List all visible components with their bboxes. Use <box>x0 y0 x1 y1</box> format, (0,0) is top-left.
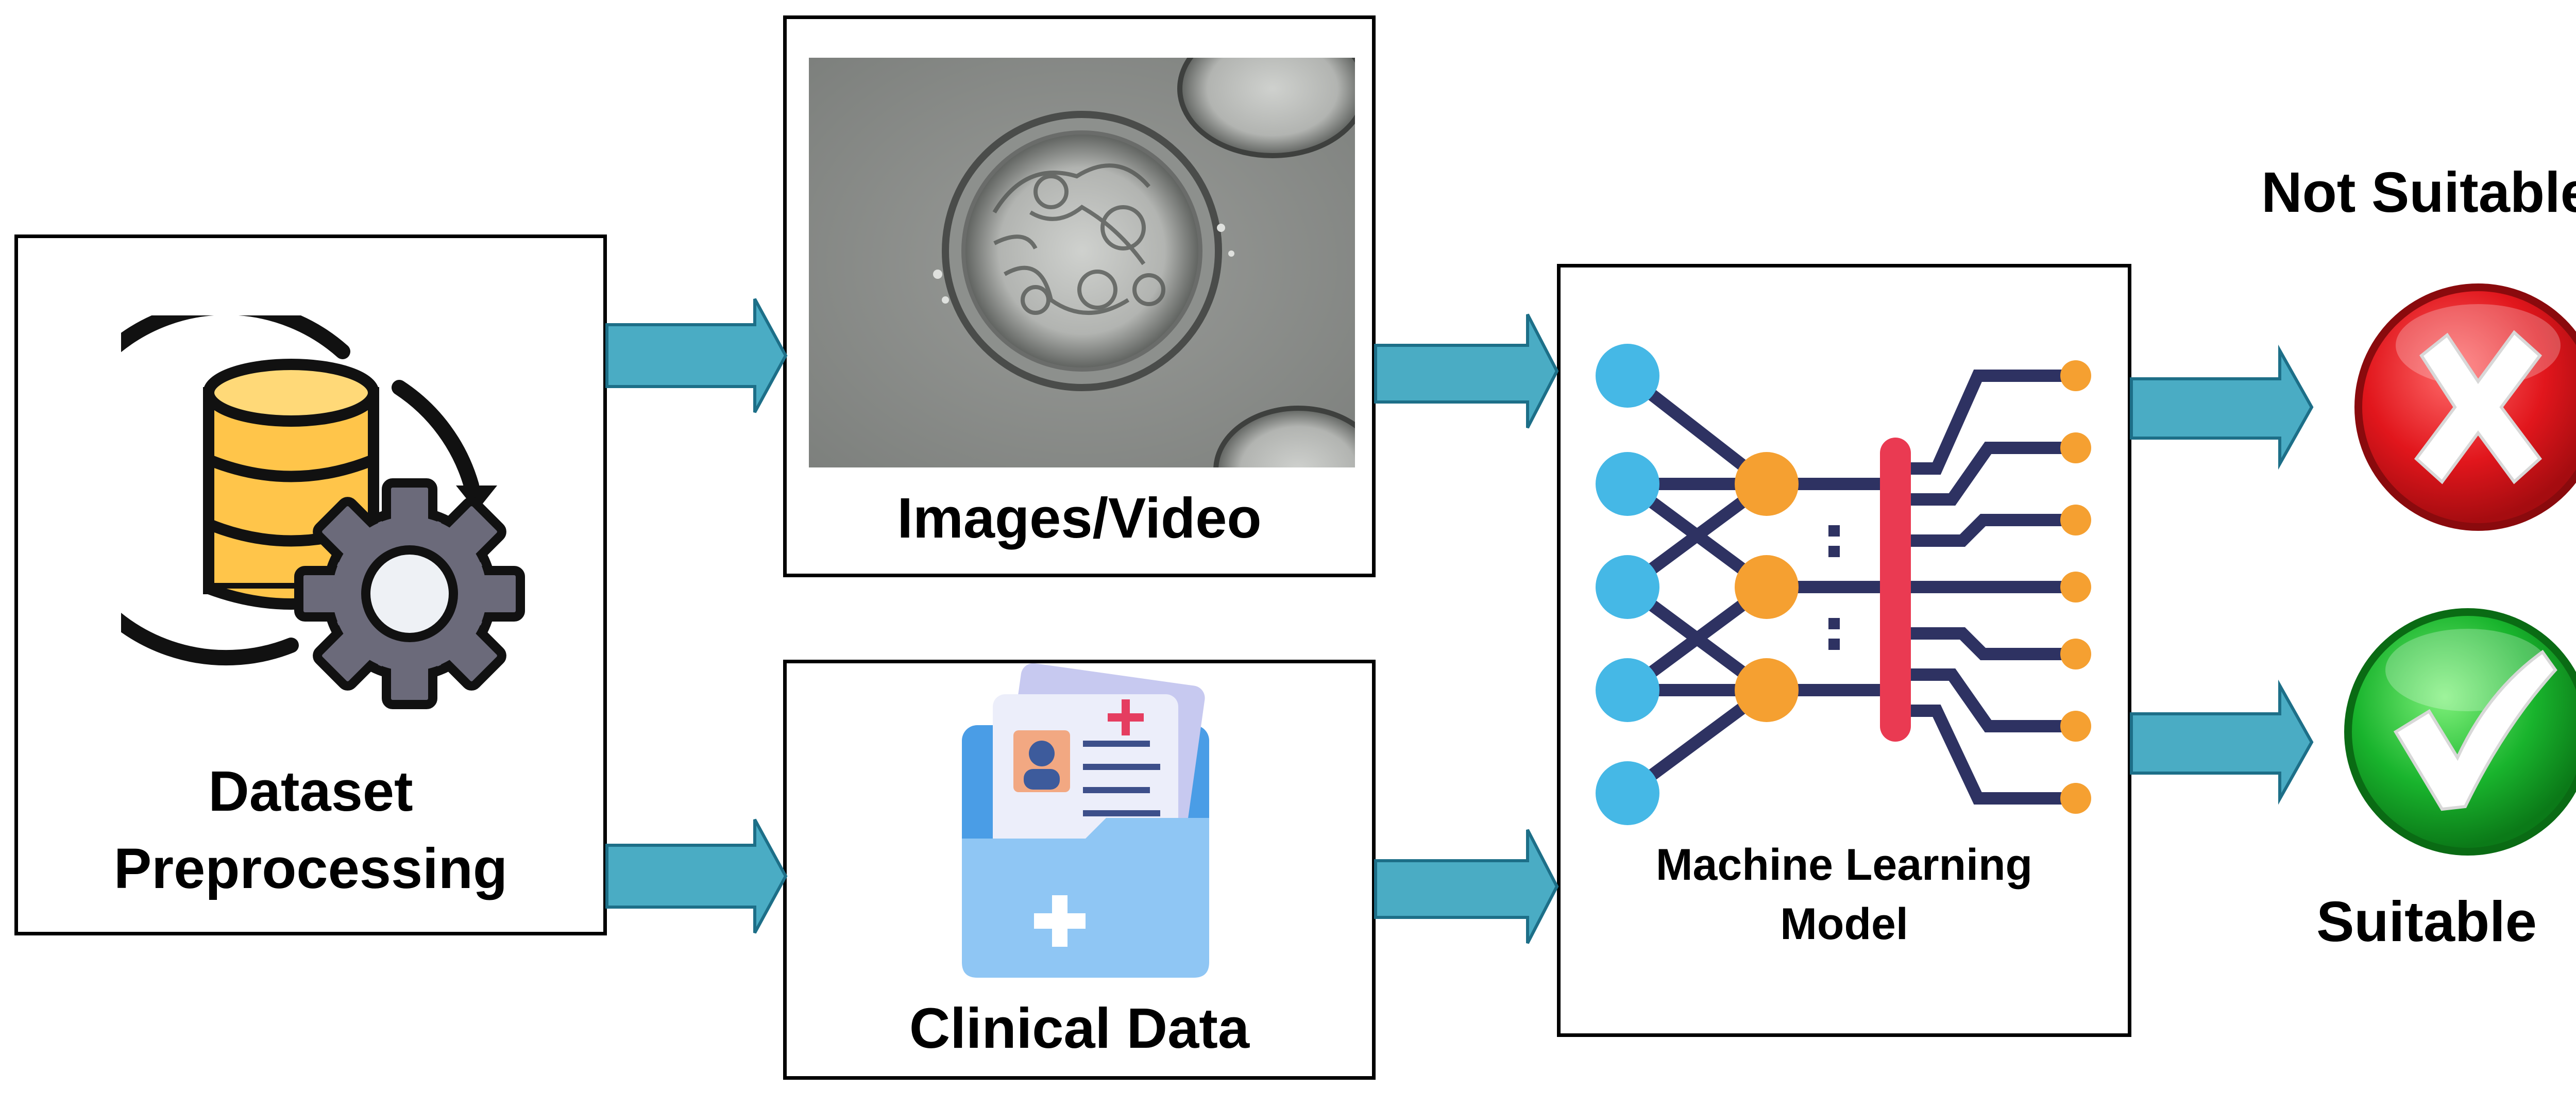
arrow-preprocess-to-images <box>605 298 788 413</box>
database-gear-icon <box>121 315 533 717</box>
ml-model-label-line1: Machine Learning <box>1655 840 2033 890</box>
arrow-clinical-to-model <box>1374 829 1559 944</box>
arrow-preprocess-to-clinical <box>605 818 788 934</box>
preprocess-label-line1: Dataset <box>208 760 413 823</box>
preprocess-label-line2: Preprocessing <box>113 837 508 900</box>
dataset-preprocessing-box: Dataset Preprocessing <box>14 235 607 935</box>
embryo-microscopy-image <box>809 58 1355 467</box>
clinical-data-box: Clinical Data <box>783 660 1376 1080</box>
ml-model-label-line2: Model <box>1780 899 1908 949</box>
not-suitable-label: Not Suitable <box>2261 161 2576 224</box>
images-video-box: Images/Video <box>783 15 1376 577</box>
arrow-images-to-model <box>1374 313 1559 429</box>
arrow-model-to-suitable <box>2130 679 2314 805</box>
not-suitable-x-icon <box>2349 278 2576 536</box>
arrow-model-to-not-suitable <box>2130 344 2314 470</box>
medical-folder-icon <box>952 663 1219 983</box>
suitable-check-icon <box>2339 603 2576 861</box>
ml-model-box: Machine Learning Model <box>1557 264 2131 1037</box>
neural-network-icon <box>1576 319 2122 865</box>
clinical-data-label: Clinical Data <box>909 997 1250 1060</box>
images-video-label: Images/Video <box>897 487 1262 550</box>
suitable-label: Suitable <box>2316 890 2537 953</box>
